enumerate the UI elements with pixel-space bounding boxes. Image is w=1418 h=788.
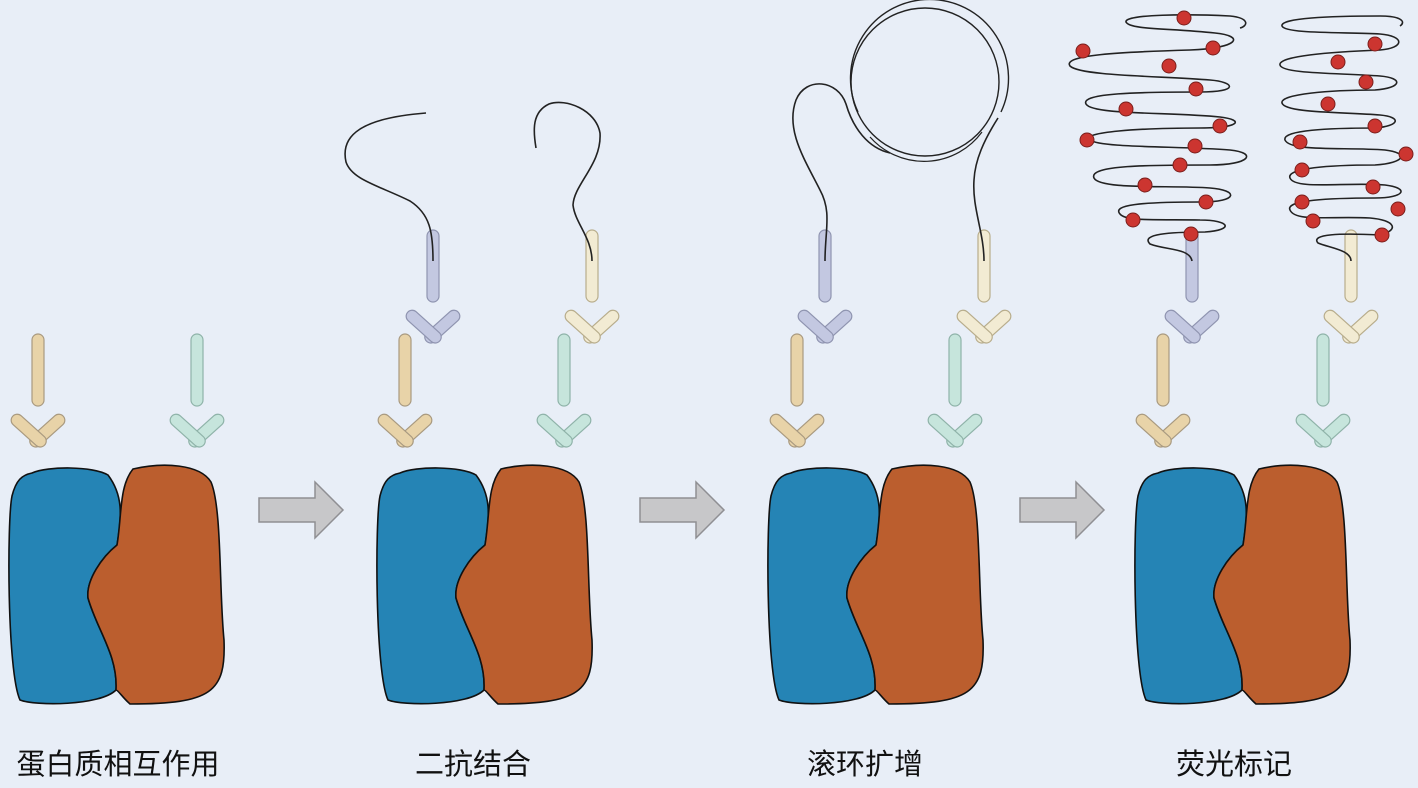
fluorescent-probe-dot	[1205, 40, 1221, 56]
secondary-antibody-right	[954, 229, 1014, 347]
fluorescent-probe-dot	[1176, 10, 1192, 26]
fluorescent-probe-dot	[1374, 227, 1390, 243]
stage-label-protein-interaction: 蛋白质相互作用	[16, 747, 220, 781]
fluorescent-probe-dot	[1125, 212, 1141, 228]
primary-antibody-left	[767, 333, 827, 451]
fluorescent-probes	[1075, 10, 1414, 243]
arrow-1-icon	[258, 480, 345, 540]
fluorescent-probe-dot	[1079, 132, 1095, 148]
fluorescent-probe-dot	[1294, 194, 1310, 210]
stage-label-secondary-binding: 二抗结合	[414, 747, 532, 781]
fluorescent-probe-dot	[1161, 58, 1177, 74]
primary-antibody-left	[375, 333, 435, 451]
fluorescent-probe-dot	[1294, 162, 1310, 178]
protein-orange	[1213, 464, 1351, 705]
stage-label-rolling-circle: 滚环扩增	[806, 747, 924, 781]
primary-antibody-left	[8, 333, 68, 451]
oligo-strand-right	[533, 101, 601, 262]
arrow-2-icon	[639, 480, 726, 540]
fluorescent-probe-dot	[1183, 226, 1199, 242]
stage-3	[767, 0, 1014, 705]
fluorescent-probe-dot	[1212, 118, 1228, 134]
fluorescent-probe-dot	[1075, 43, 1091, 59]
primary-antibody-right	[167, 333, 227, 451]
secondary-antibody-right	[562, 229, 622, 347]
rolling-circle-product-inner	[869, 131, 983, 162]
fluorescent-probe-dot	[1390, 201, 1406, 217]
stage-label-fluorescent-labeling: 荧光标记	[1175, 747, 1293, 781]
stage-4	[1068, 14, 1404, 705]
fluorescent-probe-dot	[1330, 54, 1346, 70]
protein-orange	[87, 464, 225, 705]
primary-antibody-right	[925, 333, 985, 451]
stage-1	[8, 333, 227, 705]
circular-dna-template	[850, 7, 1000, 157]
fluorescent-probe-dot	[1367, 36, 1383, 52]
rca-product-coil-right	[1279, 15, 1404, 262]
strand-loop-left	[792, 83, 891, 262]
secondary-antibody-left	[1162, 229, 1222, 347]
rca-product-coil-left	[1068, 14, 1248, 262]
protein-orange	[455, 464, 593, 705]
fluorescent-probe-dot	[1320, 96, 1336, 112]
primary-antibody-right	[534, 333, 594, 451]
fluorescent-probe-dot	[1118, 101, 1134, 117]
protein-orange	[846, 464, 984, 705]
oligo-strand-left	[344, 112, 434, 262]
fluorescent-probe-dot	[1398, 146, 1414, 162]
primary-antibody-left	[1133, 333, 1193, 451]
rolling-circle-product	[849, 0, 1010, 113]
fluorescent-probe-dot	[1305, 213, 1321, 229]
fluorescent-probe-dot	[1358, 74, 1374, 90]
fluorescent-probe-dot	[1365, 179, 1381, 195]
stage-2	[344, 101, 622, 705]
strand-loop-right	[972, 117, 999, 262]
fluorescent-probe-dot	[1292, 134, 1308, 150]
fluorescent-probe-dot	[1187, 138, 1203, 154]
fluorescent-probe-dot	[1198, 194, 1214, 210]
fluorescent-probe-dot	[1172, 157, 1188, 173]
fluorescent-probe-dot	[1367, 118, 1383, 134]
primary-antibody-right	[1293, 333, 1353, 451]
arrow-3-icon	[1019, 480, 1106, 540]
fluorescent-probe-dot	[1137, 177, 1153, 193]
fluorescent-probe-dot	[1188, 81, 1204, 97]
